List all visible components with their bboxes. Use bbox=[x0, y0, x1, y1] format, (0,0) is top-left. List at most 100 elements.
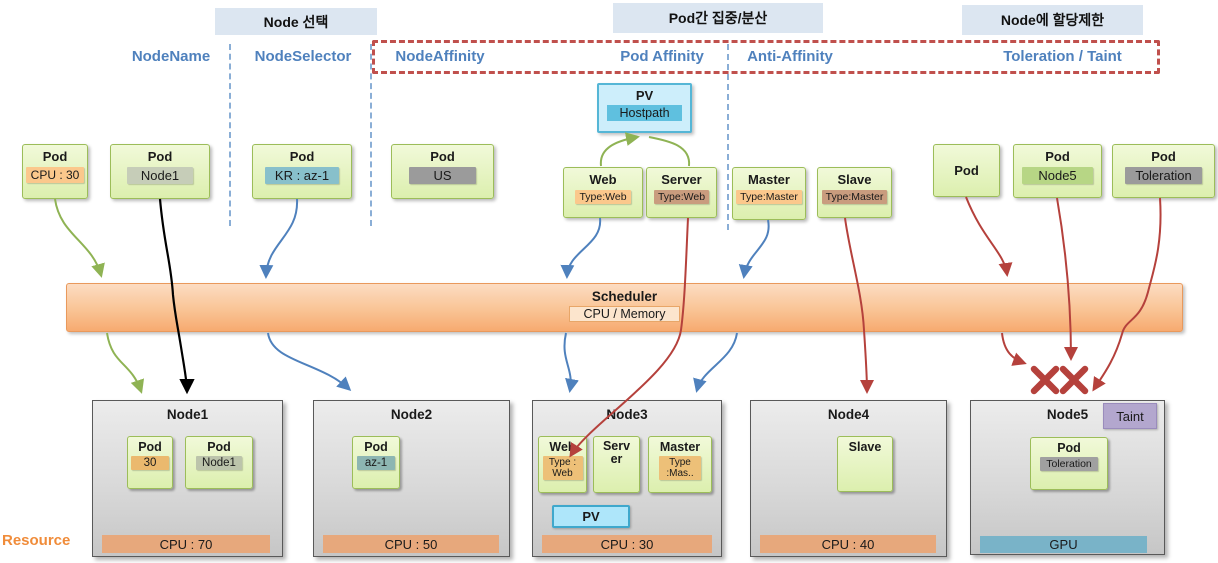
arrow-master-to-scheduler bbox=[738, 219, 770, 279]
pod-node5: Pod Node5 bbox=[1013, 144, 1102, 198]
arrow-scheduler-to-node3-left bbox=[563, 332, 579, 393]
node3-pod-web: Web Type : Web bbox=[538, 436, 587, 493]
node5-taint-chip: Taint bbox=[1103, 403, 1157, 429]
node3-pv-box: PV bbox=[552, 505, 630, 528]
pod-title: Slave bbox=[837, 172, 872, 187]
pod-toleration-chip: Toleration bbox=[1125, 167, 1202, 184]
arrow-pod-to-scheduler-red bbox=[965, 196, 1013, 277]
pv-title: PV bbox=[635, 88, 654, 103]
category-toleration-taint: Toleration / Taint bbox=[1003, 48, 1122, 65]
node2-resource-bar: CPU : 50 bbox=[323, 535, 499, 553]
node1-pod-30-chip: 30 bbox=[131, 456, 169, 470]
pod-kr-az1-chip: KR : az-1 bbox=[264, 167, 340, 184]
node5-pod-toleration: Pod Toleration bbox=[1030, 437, 1108, 490]
pod-title: Web bbox=[549, 440, 576, 454]
pod-title: Master bbox=[659, 440, 701, 454]
pod-cpu30: Pod CPU : 30 bbox=[22, 144, 88, 199]
arrow-node5pod-to-x2 bbox=[1056, 197, 1078, 361]
x-mark-1 bbox=[1030, 365, 1060, 395]
header-pod-spread: Pod간 집중/분산 bbox=[613, 3, 823, 33]
pod-web-chip: Type:Web bbox=[575, 190, 631, 204]
pod-title: Pod bbox=[954, 163, 979, 178]
node1-pod-node1: Pod Node1 bbox=[185, 436, 253, 489]
arrow-kr-to-scheduler bbox=[259, 198, 299, 279]
node2-box: Node2 bbox=[313, 400, 510, 557]
node5-resource-bar: GPU bbox=[980, 536, 1147, 553]
pod-title: Pod bbox=[1057, 441, 1081, 455]
node5-pod-toleration-chip: Toleration bbox=[1040, 457, 1098, 471]
node4-pod-slave: Slave bbox=[837, 436, 893, 492]
pod-us: Pod US bbox=[391, 144, 494, 199]
pod-title: Master bbox=[748, 172, 790, 187]
pod-title: Pod bbox=[147, 149, 173, 164]
category-podaffinity: Pod Affinity bbox=[620, 48, 704, 65]
category-antiaffinity: Anti-Affinity bbox=[747, 48, 833, 65]
node4-resource-bar: CPU : 40 bbox=[760, 535, 936, 553]
arrow-web-to-scheduler bbox=[560, 217, 602, 279]
x-marks bbox=[1030, 365, 1089, 395]
node1-title: Node1 bbox=[166, 407, 209, 422]
separator-nodename-nodeselector bbox=[229, 44, 231, 226]
node3-resource-bar: CPU : 30 bbox=[542, 535, 712, 553]
pod-slave: Slave Type:Master bbox=[817, 167, 892, 218]
pod-server-chip: Type:Web bbox=[653, 190, 710, 204]
node2-title: Node2 bbox=[390, 407, 433, 422]
pod-title: Server bbox=[661, 172, 702, 187]
category-nodename: NodeName bbox=[131, 48, 211, 65]
arrow-scheduler-to-node2 bbox=[267, 332, 352, 392]
pod-master: Master Type:Master bbox=[732, 167, 806, 220]
pod-node1: Pod Node1 bbox=[110, 144, 210, 199]
scheduler-bar: Scheduler CPU / Memory bbox=[66, 283, 1183, 332]
node1-pod-node1-chip: Node1 bbox=[196, 456, 242, 470]
pod-title: Pod bbox=[430, 149, 455, 164]
affinity-group-red-dashed-box bbox=[372, 40, 1160, 74]
category-nodeselector: NodeSelector bbox=[254, 48, 352, 65]
node3-title: Node3 bbox=[606, 407, 648, 422]
node3-pod-master: Master Type :Mas.. bbox=[648, 436, 712, 493]
resource-label: Resource bbox=[2, 532, 71, 549]
scheduler-title: Scheduler bbox=[591, 289, 658, 304]
node5-title: Node5 bbox=[1046, 407, 1089, 422]
pod-title: Pod bbox=[207, 440, 231, 454]
header-node-selection: Node 선택 bbox=[215, 8, 377, 35]
pod-cpu30-chip: CPU : 30 bbox=[25, 167, 85, 183]
node3-pod-master-chip: Type :Mas.. bbox=[659, 456, 701, 480]
x-mark-2 bbox=[1059, 365, 1089, 395]
node3-pod-web-chip: Type : Web bbox=[542, 456, 583, 480]
arrow-scheduler-to-x1 bbox=[1001, 332, 1027, 366]
node3-pod-server: Server bbox=[593, 436, 640, 493]
pod-master-chip: Type:Master bbox=[736, 190, 802, 204]
scheduler-cpu-memory-chip: CPU / Memory bbox=[568, 306, 681, 322]
node2-pod-az1: Pod az-1 bbox=[352, 436, 400, 489]
pod-toleration: Pod Toleration bbox=[1112, 144, 1215, 198]
arrow-cpu30-to-scheduler bbox=[54, 198, 105, 278]
pod-plain: Pod bbox=[933, 144, 1000, 197]
pod-server: Server Type:Web bbox=[646, 167, 717, 218]
pod-node5-chip: Node5 bbox=[1022, 167, 1093, 184]
pod-node1-chip: Node1 bbox=[126, 167, 194, 184]
pod-us-chip: US bbox=[409, 167, 476, 184]
pv-box: PV Hostpath bbox=[597, 83, 692, 133]
category-nodeaffinity: NodeAffinity bbox=[395, 48, 485, 65]
node1-pod-30: Pod 30 bbox=[127, 436, 173, 489]
arrow-server-to-pv bbox=[648, 136, 691, 167]
pod-title: Pod bbox=[364, 440, 388, 454]
arrow-scheduler-to-node1-green bbox=[106, 332, 145, 394]
header-node-limit: Node에 할당제한 bbox=[962, 5, 1143, 35]
pod-slave-chip: Type:Master bbox=[821, 190, 888, 204]
pod-title: Server bbox=[602, 439, 631, 467]
arrow-scheduler-to-node3-right bbox=[693, 332, 738, 393]
pod-title: Pod bbox=[42, 149, 68, 164]
pod-title: Web bbox=[589, 172, 617, 187]
pod-title: Pod bbox=[138, 440, 162, 454]
node2-pod-az1-chip: az-1 bbox=[357, 456, 395, 470]
pod-title: Pod bbox=[1045, 149, 1070, 164]
pod-title: Pod bbox=[289, 149, 315, 164]
arrow-web-to-pv bbox=[599, 132, 640, 167]
separator-podaffinity-antiaffinity bbox=[727, 44, 729, 230]
pod-title: Pod bbox=[1151, 149, 1176, 164]
pod-kr-az1: Pod KR : az-1 bbox=[252, 144, 352, 199]
pod-title: Slave bbox=[848, 440, 882, 454]
pv-hostpath-chip: Hostpath bbox=[607, 105, 682, 121]
